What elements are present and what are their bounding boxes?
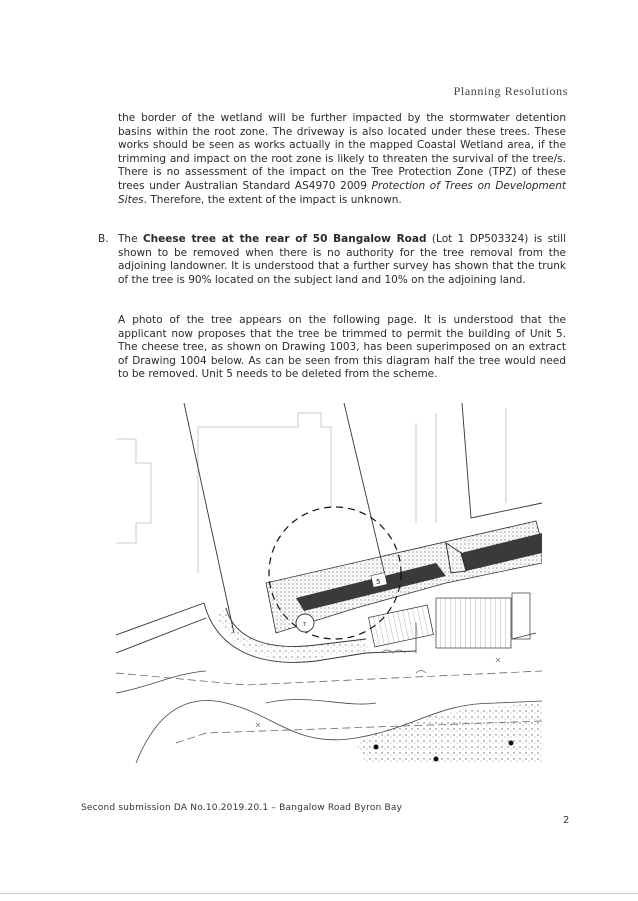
- page-bottom-rule: [0, 893, 638, 894]
- unit-6-roof: [461, 533, 542, 571]
- wetland-marker: [433, 756, 439, 762]
- unit-5-label: 5: [376, 578, 380, 586]
- text-body: (Lot 1 DP503324) is still shown to be re…: [118, 233, 566, 286]
- paragraph-text-end: . Therefore, the extent of the impact is…: [143, 193, 402, 206]
- wetland-marker: [373, 744, 379, 750]
- neighbouring-building-outlines: [116, 408, 507, 573]
- unit-5-label-box: [370, 572, 388, 588]
- page-footer: Second submission DA No.10.2019.20.1 – B…: [81, 803, 403, 813]
- deck-area: [368, 604, 434, 648]
- paragraph-text: the border of the wetland will be furthe…: [118, 112, 566, 192]
- paragraph-wetland-impact: the border of the wetland will be furthe…: [118, 112, 566, 207]
- driveway-edge-band: [216, 608, 368, 660]
- page-number: 2: [563, 815, 570, 826]
- driveway: [116, 602, 417, 663]
- list-item-text: The Cheese tree at the rear of 50 Bangal…: [118, 233, 566, 287]
- paragraph-cheese-tree: A photo of the tree appears on the follo…: [118, 314, 566, 381]
- unit-5-roof: [296, 563, 446, 611]
- site-plan-drawing: 5 T: [116, 403, 542, 763]
- list-marker: B.: [98, 233, 109, 245]
- wetland-marker: [508, 740, 514, 746]
- cheese-tree-trunk: [295, 613, 315, 633]
- bold-heading: Cheese tree at the rear of 50 Bangalow R…: [142, 233, 427, 245]
- carport-side: [511, 592, 531, 640]
- standard-title: Protection of Trees on Development Sites: [118, 179, 567, 206]
- cheese-tree-canopy: [268, 506, 402, 640]
- carport-area: [435, 597, 512, 649]
- lower-path-curves: [116, 670, 542, 763]
- text-lead: The: [118, 233, 143, 245]
- carport-outline: [415, 623, 537, 653]
- unit-6-walls: [445, 541, 467, 574]
- planting-marks: [255, 649, 501, 728]
- cheese-tree-label: T: [302, 622, 307, 628]
- running-header: Planning Resolutions: [453, 84, 568, 98]
- wetland-area: [356, 703, 542, 763]
